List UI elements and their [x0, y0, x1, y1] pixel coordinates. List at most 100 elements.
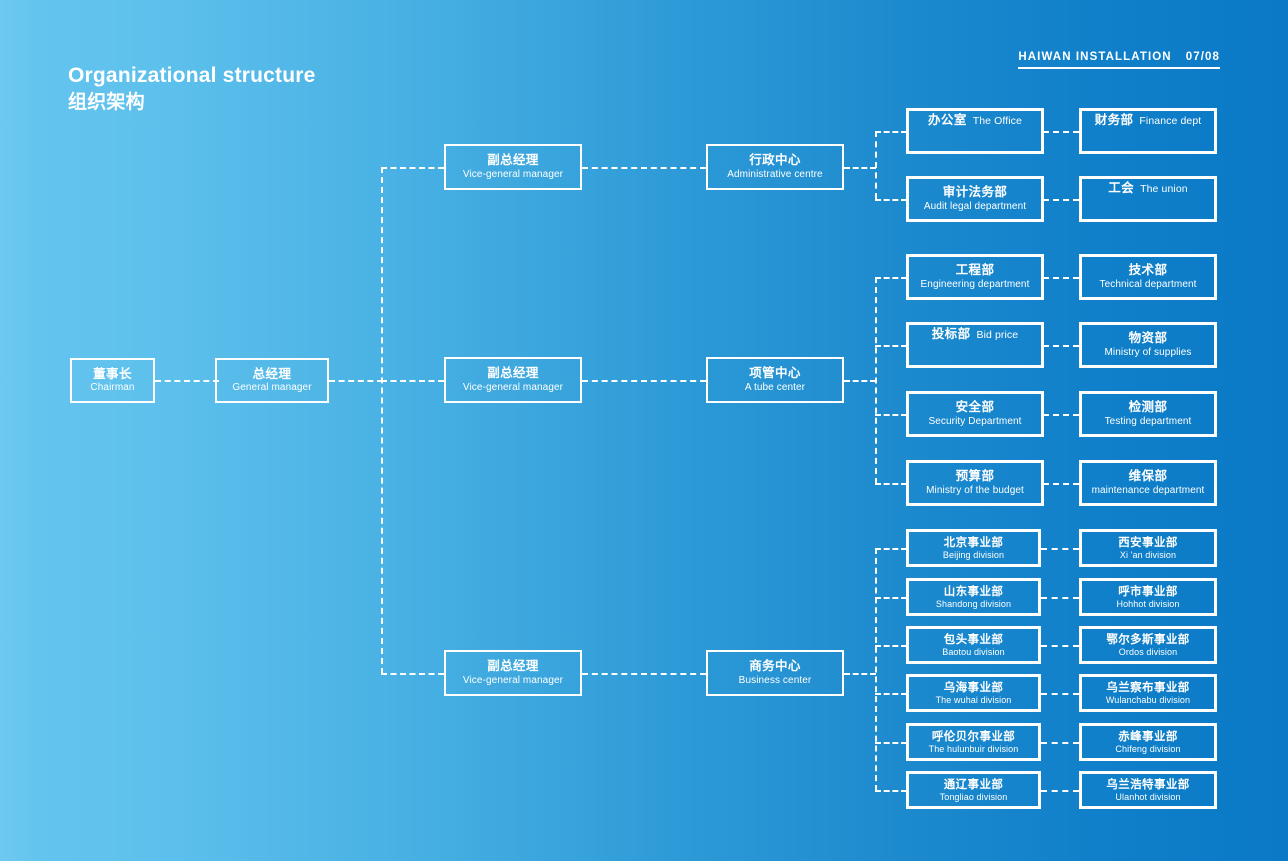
node-division-chifeng-en: Chifeng division — [1115, 743, 1181, 754]
node-center-project-en: A tube center — [744, 381, 806, 393]
page-title-cn: 组织架构 — [68, 92, 145, 113]
node-division-wuhai[interactable]: 乌海事业部 The wuhai division — [906, 674, 1041, 712]
node-division-hohhot-cn: 呼市事业部 — [1118, 585, 1178, 598]
node-dept-the-office[interactable]: 办公室 The Office — [906, 108, 1044, 154]
connector-project-branch-trunk — [875, 277, 877, 484]
node-division-wulanchabu[interactable]: 乌兰察布事业部 Wulanchabu division — [1079, 674, 1217, 712]
connector-business-div-1 — [875, 548, 907, 550]
connector-center-project-branch — [844, 380, 876, 382]
connector-business-pair-3 — [1041, 645, 1079, 647]
node-division-wuhai-en: The wuhai division — [935, 694, 1012, 705]
node-dept-finance-cn: 财务部 — [1094, 113, 1134, 127]
node-division-baotou[interactable]: 包头事业部 Baotou division — [906, 626, 1041, 664]
connector-project-dept-3 — [875, 414, 907, 416]
node-division-chifeng[interactable]: 赤峰事业部 Chifeng division — [1079, 723, 1217, 761]
connector-admin-branch-trunk — [875, 131, 877, 199]
node-division-hulunbuir[interactable]: 呼伦贝尔事业部 The hulunbuir division — [906, 723, 1041, 761]
node-center-business[interactable]: 商务中心 Business center — [706, 650, 844, 696]
node-division-hulunbuir-cn: 呼伦贝尔事业部 — [931, 730, 1016, 743]
connector-business-pair-4 — [1041, 693, 1079, 695]
node-center-project-cn: 项管中心 — [749, 366, 801, 381]
node-division-baotou-cn: 包头事业部 — [943, 633, 1004, 646]
node-general-manager-cn: 总经理 — [252, 366, 292, 381]
connector-admin-pair-2 — [1043, 199, 1079, 201]
node-division-tongliao[interactable]: 通辽事业部 Tongliao division — [906, 771, 1041, 809]
node-dept-budget[interactable]: 预算部 Ministry of the budget — [906, 460, 1044, 506]
node-division-chifeng-cn: 赤峰事业部 — [1118, 730, 1178, 743]
connector-project-pair-3 — [1043, 414, 1079, 416]
node-vgm-admin[interactable]: 副总经理 Vice-general manager — [444, 144, 582, 190]
node-dept-security-cn: 安全部 — [955, 400, 995, 415]
node-division-shandong[interactable]: 山东事业部 Shandong division — [906, 578, 1041, 616]
node-center-admin-en: Administrative centre — [727, 168, 823, 180]
node-division-hohhot-en: Hohhot division — [1116, 598, 1180, 609]
node-chairman-en: Chairman — [90, 382, 135, 394]
connector-business-pair-2 — [1041, 597, 1079, 599]
node-dept-union-en: The union — [1140, 183, 1188, 195]
connector-project-pair-4 — [1043, 483, 1079, 485]
connector-business-div-6 — [875, 790, 907, 792]
node-dept-bid-price[interactable]: 投标部 Bid price — [906, 322, 1044, 368]
brand-underline — [1018, 67, 1220, 69]
node-dept-maintenance[interactable]: 维保部 maintenance department — [1079, 460, 1217, 506]
connector-trunk-vgm-admin — [381, 167, 444, 169]
node-dept-security[interactable]: 安全部 Security Department — [906, 391, 1044, 437]
node-dept-testing-cn: 检测部 — [1128, 400, 1168, 415]
node-dept-finance-en: Finance dept — [1139, 115, 1202, 127]
node-division-beijing-en: Beijing division — [942, 549, 1005, 560]
node-vgm-business-en: Vice-general manager — [462, 674, 564, 686]
node-division-ulanhot-cn: 乌兰浩特事业部 — [1106, 778, 1190, 791]
connector-project-dept-4 — [875, 483, 907, 485]
node-dept-maintenance-cn: 维保部 — [1128, 469, 1168, 484]
node-division-beijing[interactable]: 北京事业部 Beijing division — [906, 529, 1041, 567]
connector-admin-dept-2 — [875, 199, 907, 201]
node-division-hohhot[interactable]: 呼市事业部 Hohhot division — [1079, 578, 1217, 616]
node-dept-union-cn: 工会 — [1108, 181, 1135, 195]
node-dept-testing-en: Testing department — [1104, 415, 1192, 427]
node-division-shandong-cn: 山东事业部 — [943, 585, 1004, 598]
node-dept-technical[interactable]: 技术部 Technical department — [1079, 254, 1217, 300]
node-general-manager[interactable]: 总经理 General manager — [215, 358, 329, 403]
node-dept-testing[interactable]: 检测部 Testing department — [1079, 391, 1217, 437]
connector-gm-trunk — [329, 380, 383, 382]
node-dept-supplies[interactable]: 物资部 Ministry of supplies — [1079, 322, 1217, 368]
node-chairman-cn: 董事长 — [93, 366, 132, 381]
node-chairman[interactable]: 董事长 Chairman — [70, 358, 155, 403]
node-dept-technical-cn: 技术部 — [1128, 263, 1168, 278]
connector-admin-pair-1 — [1043, 131, 1079, 133]
node-division-xian[interactable]: 西安事业部 Xi 'an division — [1079, 529, 1217, 567]
connector-business-div-2 — [875, 597, 907, 599]
node-dept-the-office-cn: 办公室 — [928, 113, 967, 127]
connector-center-business-branch — [844, 673, 876, 675]
node-division-ulanhot[interactable]: 乌兰浩特事业部 Ulanhot division — [1079, 771, 1217, 809]
node-center-project[interactable]: 项管中心 A tube center — [706, 357, 844, 403]
node-division-ulanhot-en: Ulanhot division — [1115, 791, 1181, 802]
node-division-wulanchabu-cn: 乌兰察布事业部 — [1106, 681, 1190, 694]
node-dept-maintenance-en: maintenance department — [1091, 484, 1205, 496]
node-division-ordos[interactable]: 鄂尔多斯事业部 Ordos division — [1079, 626, 1217, 664]
connector-center-admin-branch — [844, 167, 876, 169]
page-number: 07/08 — [1185, 51, 1220, 63]
connector-vgm-center-admin — [582, 167, 706, 169]
node-dept-engineering[interactable]: 工程部 Engineering department — [906, 254, 1044, 300]
node-division-hulunbuir-en: The hulunbuir division — [928, 743, 1019, 754]
connector-project-dept-1 — [875, 277, 907, 279]
node-dept-audit-legal[interactable]: 审计法务部 Audit legal department — [906, 176, 1044, 222]
page-title-en: Organizational structure — [68, 64, 316, 87]
node-dept-union[interactable]: 工会 The union — [1079, 176, 1217, 222]
node-vgm-admin-cn: 副总经理 — [487, 153, 539, 168]
node-vgm-admin-en: Vice-general manager — [462, 168, 564, 180]
connector-business-div-3 — [875, 645, 907, 647]
node-vgm-project[interactable]: 副总经理 Vice-general manager — [444, 357, 582, 403]
connector-business-branch-trunk — [875, 548, 877, 791]
node-division-beijing-cn: 北京事业部 — [943, 536, 1004, 549]
connector-main-trunk — [381, 167, 383, 674]
node-dept-finance[interactable]: 财务部 Finance dept — [1079, 108, 1217, 154]
node-dept-the-office-en: The Office — [972, 115, 1022, 127]
node-division-tongliao-en: Tongliao division — [939, 791, 1008, 802]
node-division-wulanchabu-en: Wulanchabu division — [1105, 694, 1191, 705]
connector-project-dept-2 — [875, 345, 907, 347]
node-vgm-business[interactable]: 副总经理 Vice-general manager — [444, 650, 582, 696]
node-center-admin[interactable]: 行政中心 Administrative centre — [706, 144, 844, 190]
node-center-business-en: Business center — [738, 674, 812, 686]
